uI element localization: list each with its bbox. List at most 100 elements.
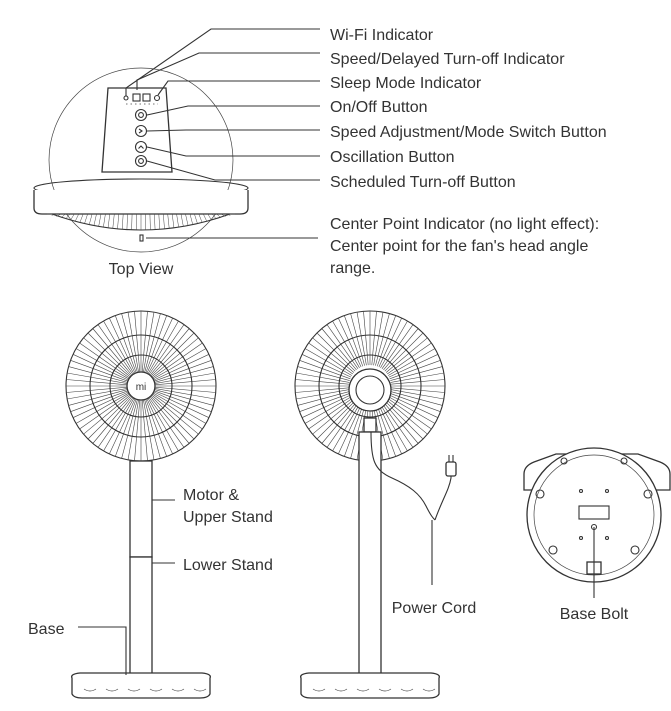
fan-spoke-line bbox=[152, 348, 207, 380]
fan-spoke-line bbox=[321, 401, 357, 444]
fan-spoke-line bbox=[301, 394, 352, 418]
fan-spoke-line bbox=[121, 313, 138, 373]
label-motor-line1: Motor & bbox=[183, 487, 239, 504]
center-point-label-1: Center Point Indicator (no light effect)… bbox=[330, 216, 599, 233]
fan-spoke-line bbox=[87, 332, 132, 377]
fan-spoke-line bbox=[301, 354, 352, 378]
fan-spoke-line bbox=[312, 337, 355, 373]
fan-spoke-line bbox=[112, 213, 115, 229]
back-fan-ring-inner bbox=[338, 354, 402, 418]
back-motor-housing bbox=[348, 368, 392, 412]
fan-spoke-line bbox=[145, 315, 167, 373]
fan-spoke-line bbox=[316, 332, 356, 372]
fan-spoke-line bbox=[304, 396, 352, 424]
fan-spoke-line bbox=[153, 354, 210, 381]
fan-spoke-line bbox=[295, 379, 350, 385]
base-foot bbox=[378, 688, 392, 692]
head-ring-front bbox=[33, 190, 249, 215]
fan-spoke-line bbox=[154, 360, 212, 382]
fan-spoke-line bbox=[70, 360, 128, 382]
fan-spoke-line bbox=[154, 379, 216, 386]
fan-spoke-line bbox=[65, 213, 70, 220]
fan-spoke-line bbox=[75, 392, 130, 424]
fan-spoke-line bbox=[72, 391, 129, 418]
fan-spoke-line bbox=[67, 372, 128, 384]
fan-spoke-line bbox=[89, 213, 93, 225]
callout-wifi-indicator: Wi-Fi Indicator bbox=[330, 27, 434, 44]
base-foot bbox=[422, 688, 436, 692]
fan-spoke-line bbox=[198, 213, 203, 223]
fan-spoke-line bbox=[378, 404, 402, 455]
base-foot bbox=[400, 688, 414, 692]
fan-spoke-line bbox=[154, 390, 212, 412]
fan-spoke-line bbox=[107, 213, 111, 228]
fan-spoke-line bbox=[380, 320, 408, 368]
fan-spoke-line bbox=[109, 398, 136, 455]
fan-spoke-line bbox=[154, 213, 156, 230]
fan-spoke-line bbox=[297, 366, 350, 381]
fan-spoke-line bbox=[326, 403, 359, 448]
fan-spoke-line bbox=[304, 348, 352, 376]
fan-spoke-line bbox=[68, 389, 128, 406]
fan-spoke-line bbox=[154, 386, 216, 393]
fan-spoke-line bbox=[390, 372, 444, 383]
fan-spoke-line bbox=[212, 213, 217, 220]
fan-spoke-line bbox=[126, 213, 128, 230]
center-point-indicator bbox=[139, 234, 144, 242]
fan-spoke-line bbox=[163, 213, 165, 229]
fan-spoke-line bbox=[121, 399, 138, 459]
fan-spoke-line bbox=[79, 342, 130, 379]
fan-spoke-line bbox=[344, 405, 364, 457]
fan-spoke-line bbox=[390, 379, 445, 385]
head-fins bbox=[47, 213, 235, 231]
power-cord-tail bbox=[434, 470, 452, 521]
fan-spoke-line bbox=[308, 397, 353, 430]
front-base bbox=[71, 672, 211, 699]
fan-spoke-line bbox=[376, 405, 396, 457]
fan-spoke-line bbox=[388, 394, 439, 418]
front-upper-stand bbox=[129, 460, 153, 558]
fan-spoke-line bbox=[380, 404, 408, 452]
fan-spoke-line bbox=[92, 328, 133, 376]
fan-spoke-line bbox=[332, 320, 360, 368]
fan-spoke-line bbox=[148, 324, 185, 375]
fan-spoke-line bbox=[103, 320, 135, 375]
fan-spoke-line bbox=[117, 213, 120, 229]
fan-spoke-line bbox=[154, 388, 215, 400]
fan-spoke-line bbox=[356, 312, 367, 366]
fan-spoke-line bbox=[83, 337, 131, 378]
fan-spoke-line bbox=[51, 213, 57, 216]
fan-spoke-line bbox=[297, 391, 350, 406]
fan-spoke-line bbox=[338, 317, 362, 368]
callout-onoff-button: On/Off Button bbox=[330, 99, 428, 116]
fan-spoke-line bbox=[332, 404, 360, 452]
fan-spoke-line bbox=[154, 389, 214, 406]
fan-spoke-line bbox=[216, 213, 222, 218]
fan-spoke-line bbox=[381, 403, 414, 448]
fan-spoke-line bbox=[203, 213, 208, 222]
fan-spoke-line bbox=[389, 392, 441, 412]
fan-spoke-line bbox=[143, 312, 155, 373]
fan-spoke-line bbox=[388, 348, 436, 376]
fan-spoke-line bbox=[68, 366, 128, 383]
fan-spoke-line bbox=[152, 392, 207, 424]
fan-spoke-line bbox=[115, 399, 137, 457]
fan-spoke-line bbox=[316, 400, 356, 440]
fan-spoke-line bbox=[103, 397, 135, 452]
fan-spoke-line bbox=[147, 320, 179, 375]
label-base-bolt: Base Bolt bbox=[560, 606, 629, 623]
fan-spoke-line bbox=[373, 312, 384, 366]
fan-spoke-line bbox=[344, 315, 364, 367]
fan-spoke-line bbox=[72, 354, 129, 381]
fan-spoke-line bbox=[321, 328, 357, 371]
fan-spoke-line bbox=[375, 406, 390, 459]
back-motor-cap bbox=[355, 375, 385, 405]
fan-spoke-line bbox=[154, 366, 214, 383]
fan-spoke-line bbox=[338, 404, 362, 455]
fan-spoke-line bbox=[70, 213, 75, 221]
fan-spoke-line bbox=[383, 328, 419, 371]
fan-spoke-line bbox=[97, 397, 134, 448]
base-foot bbox=[171, 688, 185, 692]
base-feet-holes bbox=[535, 457, 653, 555]
base-foot bbox=[334, 688, 348, 692]
